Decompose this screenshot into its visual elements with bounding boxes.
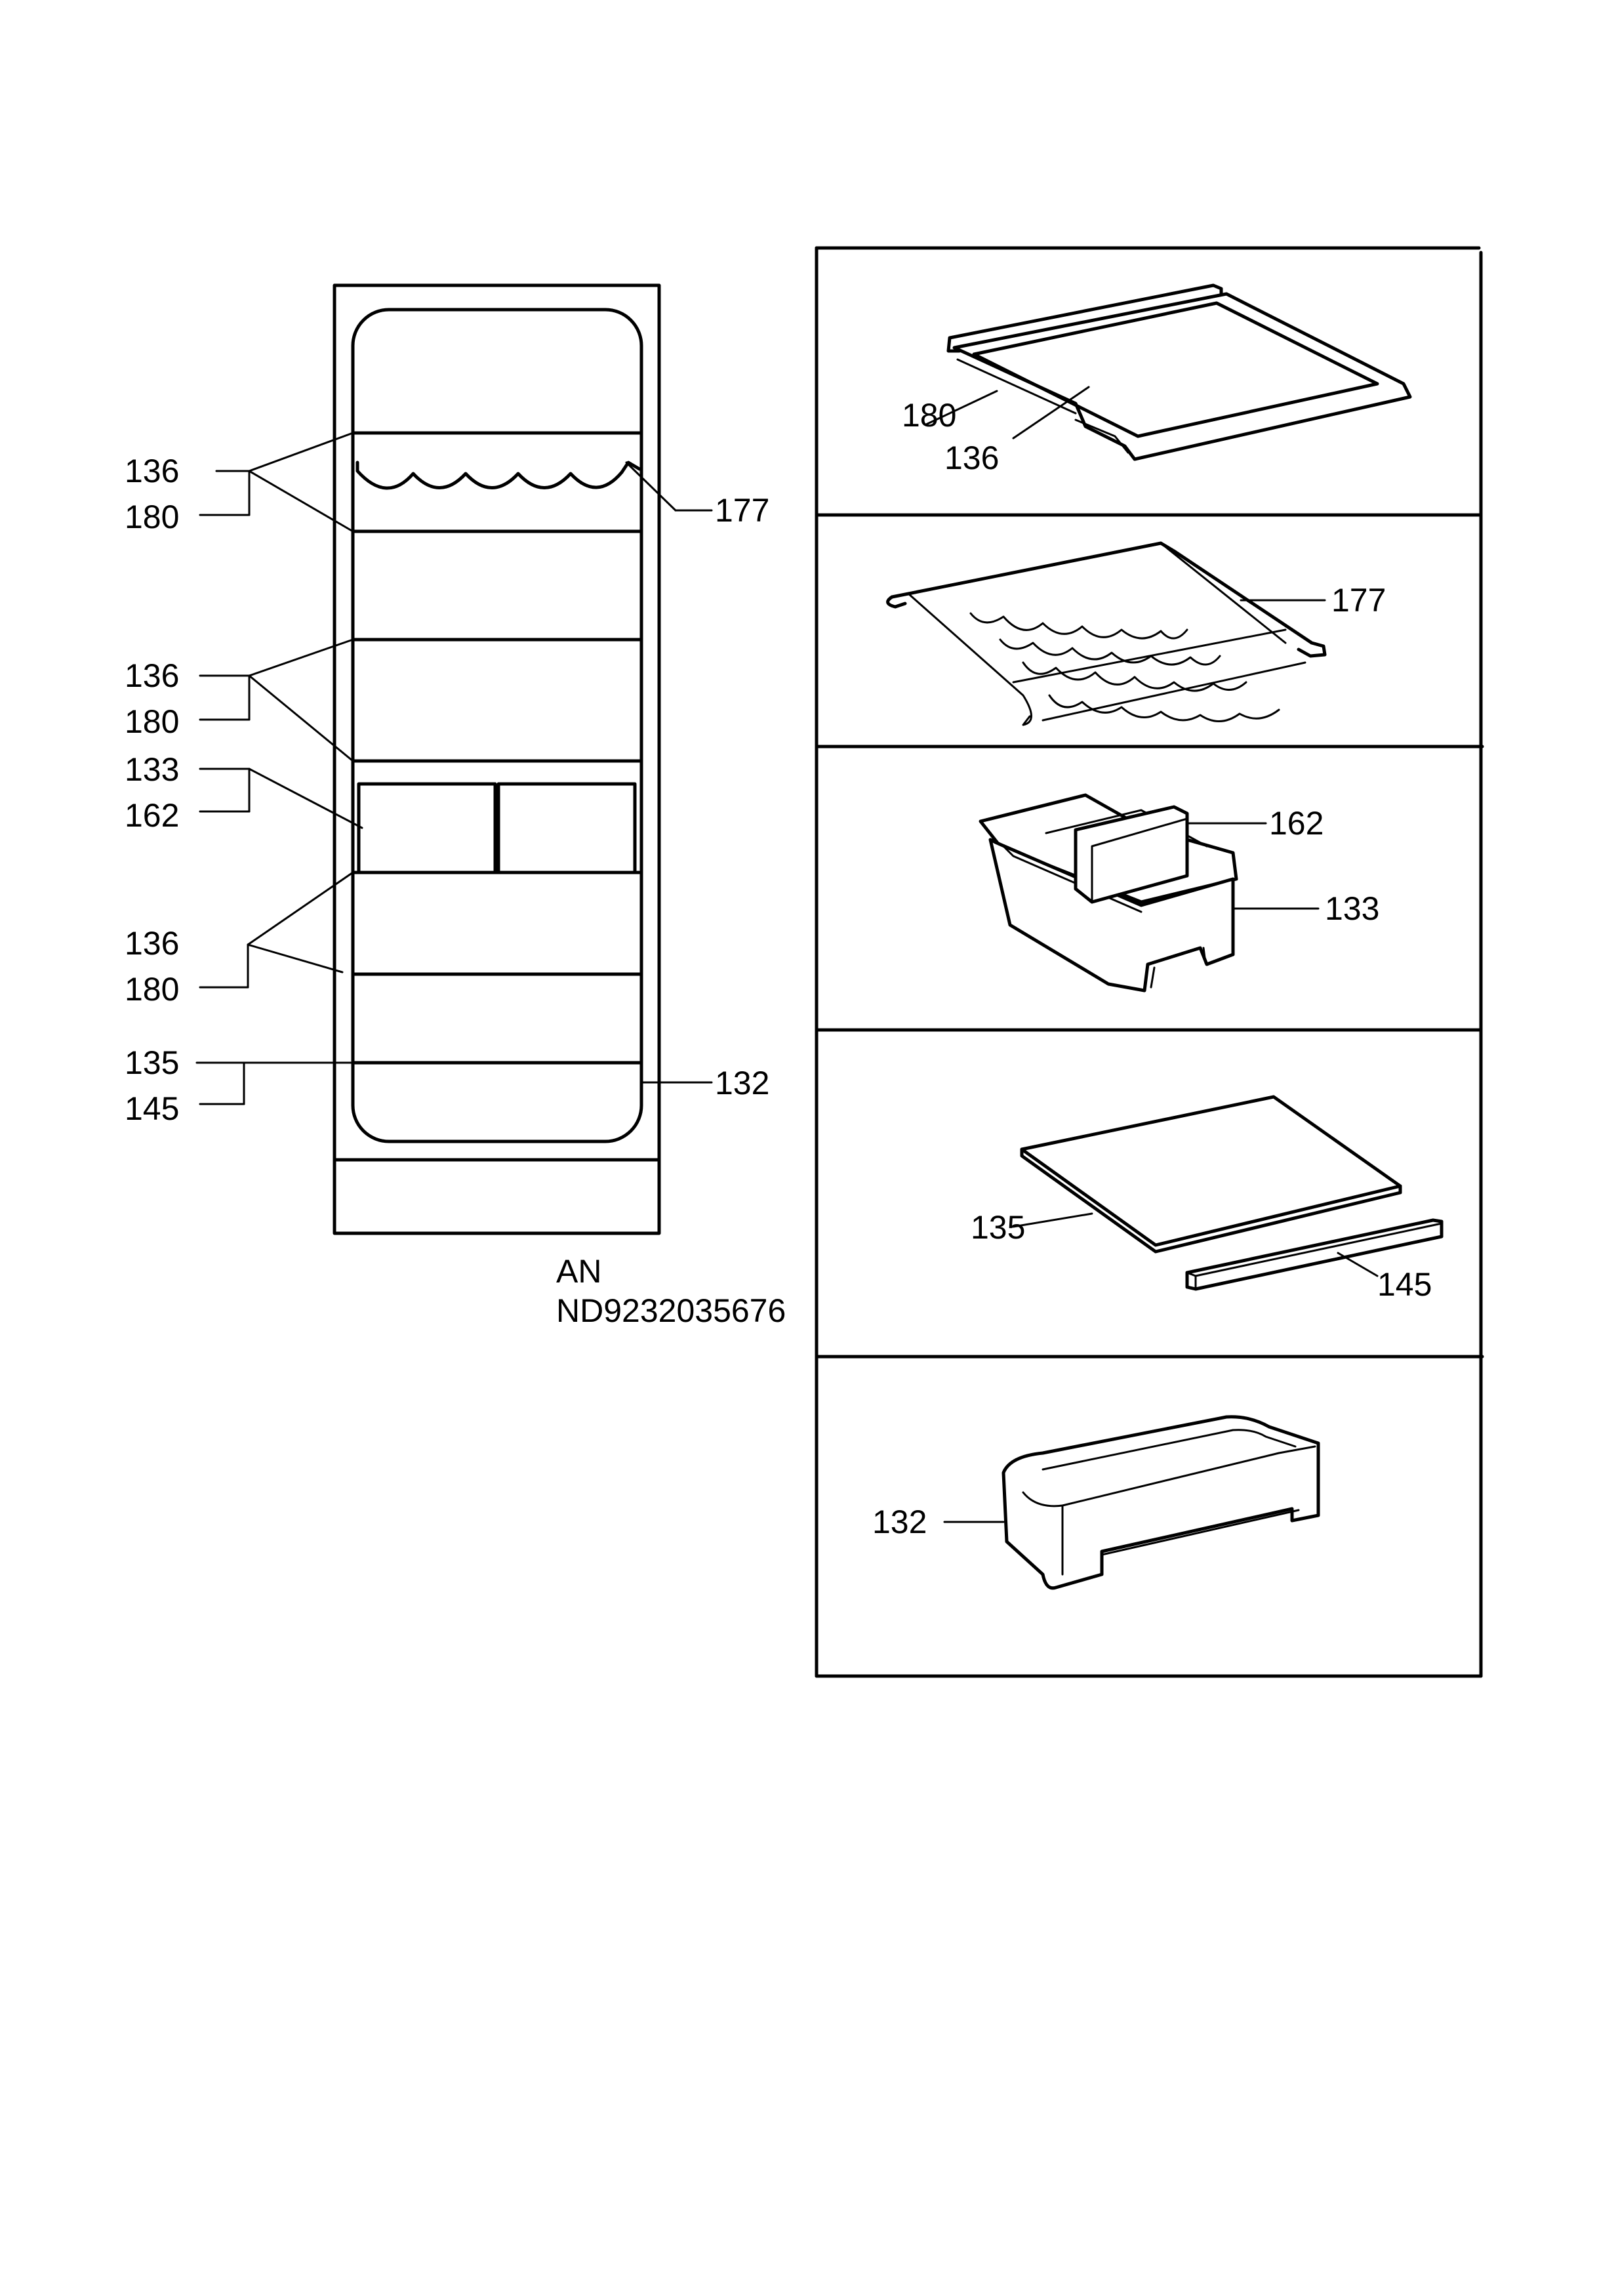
- label-136: 136: [125, 925, 179, 962]
- label-180: 180: [125, 703, 179, 740]
- label-135: 135: [971, 1209, 1025, 1246]
- glass-plate-part: 135: [971, 1095, 1402, 1254]
- label-180: 180: [125, 971, 179, 1008]
- label-132: 132: [872, 1504, 927, 1540]
- label-133: 133: [1325, 890, 1379, 927]
- wine-rack-outline: [355, 461, 641, 490]
- small-box-right: [496, 782, 637, 874]
- label-136: 136: [944, 440, 999, 476]
- trim-strip-part: 145: [1185, 1218, 1444, 1303]
- label-133: 133: [125, 751, 179, 788]
- drawing-code-line2: ND9232035676: [556, 1292, 786, 1329]
- drawing-code-line1: AN: [556, 1253, 601, 1290]
- label-145: 145: [125, 1090, 179, 1127]
- crisper-drawer-part: 132: [872, 1415, 1320, 1590]
- label-162: 162: [1269, 805, 1324, 842]
- small-box-left: [357, 782, 497, 874]
- parts-table: [815, 246, 1484, 1678]
- storage-box-part: 162 133: [979, 793, 1379, 993]
- leader-lines: [195, 432, 713, 1105]
- label-145: 145: [1377, 1266, 1432, 1303]
- label-180: 180: [902, 397, 956, 434]
- glass-shelf-frame-part: 180 136: [902, 283, 1412, 476]
- label-177: 177: [1331, 582, 1386, 619]
- wine-rack-part: 177: [886, 541, 1386, 726]
- label-135: 135: [125, 1044, 179, 1081]
- label-177: 177: [715, 492, 769, 529]
- label-180: 180: [125, 499, 179, 535]
- label-136: 136: [125, 657, 179, 694]
- refrigerator-cabinet: 136 180 136 180 133 162 136 180 135 145 …: [125, 283, 769, 1235]
- label-132: 132: [715, 1065, 769, 1101]
- label-136: 136: [125, 453, 179, 489]
- label-162: 162: [125, 797, 179, 834]
